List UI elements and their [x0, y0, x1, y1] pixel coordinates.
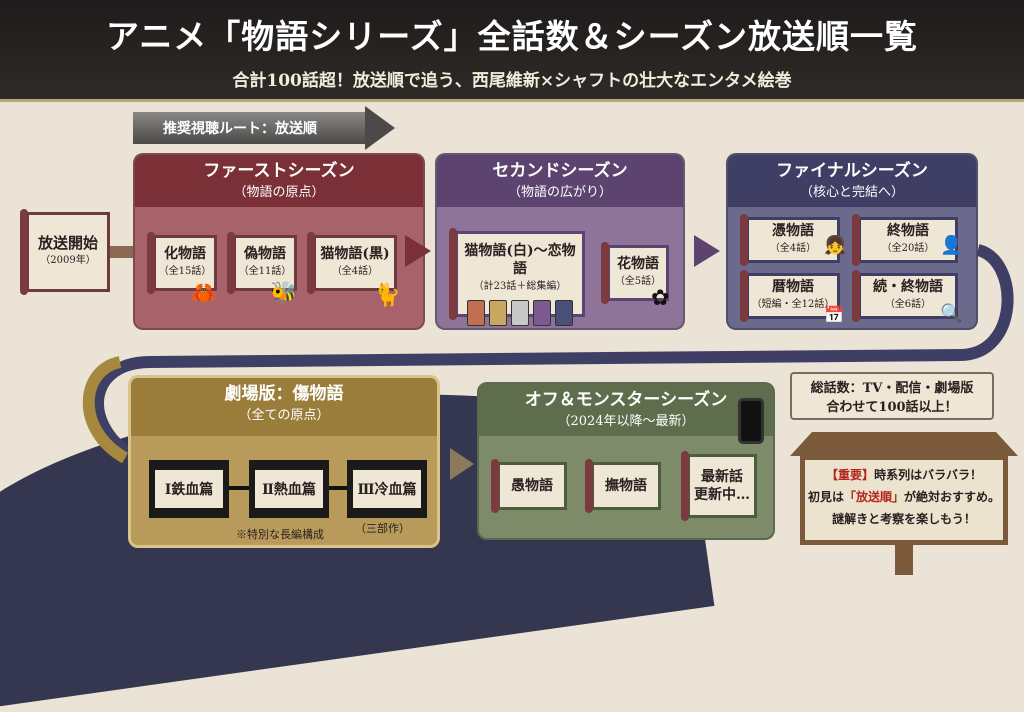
film-connector — [229, 486, 249, 490]
sign-line3: 謎解きと考察を楽しもう！ — [832, 512, 976, 526]
doll-icon: 👧 — [824, 235, 847, 256]
offmonster-sub: （2024年以降～最新） — [557, 414, 695, 429]
second-title: セカンドシーズン — [492, 161, 628, 181]
sign-line2a: 初見は — [807, 490, 844, 504]
film-connector — [329, 486, 347, 490]
final-items-0-name: 憑物語 — [772, 223, 814, 239]
second-season-panel: セカンドシーズン （物語の広がり） 猫物語(白)～恋物語 （計23話＋総集編） 花物… — [435, 153, 685, 330]
item-nekomonogatari-kuro[interactable]: 猫物語(黒) （全4話） — [307, 232, 397, 294]
item-koyomimonogatari[interactable]: 暦物語 （短編・全12話） — [740, 270, 840, 322]
item-orokamonogatari[interactable]: 愚物語 — [491, 459, 567, 513]
first-title: ファーストシーズン — [203, 161, 355, 181]
first-items-2-name: 猫物語(黒) — [320, 246, 390, 262]
movie-panel: 劇場版：傷物語 （全ての原点） Ⅰ鉄血篇 Ⅱ熱血篇 Ⅲ冷血篇 （三部作） ※特別な… — [128, 375, 440, 548]
flow-curve — [82, 244, 1014, 464]
offmonster-panel: オフ＆モンスターシーズン （2024年以降～最新） 愚物語 撫物語 最新話 更新中… — [477, 382, 775, 540]
books-icon — [458, 300, 582, 328]
total-episodes-note: 総話数：TV・配信・劇場版合わせて100話以上！ — [790, 372, 994, 420]
first-sub: （物語の原点） — [233, 185, 325, 200]
final-items-3-eps: （全6話） — [884, 299, 932, 310]
item-zoku-owarimonogatari[interactable]: 続・終物語 （全6話） — [852, 270, 958, 322]
cat-icon: 🐈 — [373, 283, 401, 308]
item-owarimonogatari[interactable]: 終物語 （全20話） — [852, 214, 958, 266]
first-items-1-name: 偽物語 — [244, 246, 286, 262]
final-items-2-eps: （短編・全12話） — [751, 299, 835, 310]
offmonster-items-2: 最新話 更新中… — [694, 469, 750, 503]
film-part-3[interactable]: Ⅲ冷血篇 — [347, 460, 427, 518]
start-year: （2009年） — [40, 255, 96, 266]
total_note-line1: 総話数：TV・配信・劇場版 — [810, 381, 974, 396]
phone-icon — [738, 398, 764, 444]
header-band — [0, 0, 1024, 102]
crab-icon: 🦀 — [190, 281, 218, 306]
item-latest[interactable]: 最新話 更新中… — [681, 451, 757, 521]
item-bakemonogatari[interactable]: 化物語 （全15話） — [147, 232, 217, 294]
item-nekomonogatari-shiro[interactable]: 猫物語(白)～恋物語 （計23話＋総集編） — [449, 228, 585, 326]
movie-note: ※特別な長編構成 — [236, 528, 324, 541]
sign-tag: 【重要】 — [826, 468, 875, 482]
first-items-1-eps: （全11話） — [238, 266, 292, 277]
offmonster-title: オフ＆モンスターシーズン — [524, 390, 728, 410]
final-items-1-name: 終物語 — [887, 223, 929, 239]
first-items-0-eps: （全15話） — [158, 266, 212, 277]
movie-parts-0: Ⅰ鉄血篇 — [155, 470, 223, 508]
offmonster-items-1: 撫物語 — [605, 478, 647, 494]
final-title: ファイナルシーズン — [776, 161, 928, 181]
final-sub: （核心と完結へ） — [799, 185, 904, 200]
sign-line2b: 「放送順」 — [843, 490, 904, 504]
movie-title: 劇場版：傷物語 — [224, 384, 344, 404]
arrow-icon — [405, 235, 431, 267]
calendar-icon: 📅 — [824, 305, 844, 324]
route-banner: 推奨視聴ルート：放送順 — [133, 112, 373, 144]
flower-icon: ✿ — [651, 286, 670, 311]
movie-sub: （全ての原点） — [238, 408, 330, 423]
sign-line1: 時系列はバラバラ！ — [874, 468, 982, 482]
silhouette-icon: 👤 — [940, 235, 963, 256]
first-items-2-eps: （全4話） — [331, 266, 379, 277]
final-items-0-eps: （全4話） — [769, 243, 817, 254]
connector — [110, 246, 135, 258]
item-hanamonogatari[interactable]: 花物語 （全5話） — [601, 242, 669, 304]
item-nisemonogatari[interactable]: 偽物語 （全11話） — [227, 232, 297, 294]
second-items-0-eps: （計23話＋総集編） — [473, 281, 567, 292]
movie-parts-1: Ⅱ熱血篇 — [255, 470, 323, 508]
sign-roof — [790, 432, 1018, 456]
advice-sign: 【重要】時系列はバラバラ！ 初見は「放送順」が絶対おすすめ。 謎解きと考察を楽し… — [800, 455, 1008, 545]
film-part-1[interactable]: Ⅰ鉄血篇 — [149, 460, 229, 518]
movie-parts-2: Ⅲ冷血篇 — [353, 470, 421, 508]
sign-line2c: が絶対おすすめ。 — [904, 490, 1001, 504]
first-season-panel: ファーストシーズン （物語の原点） 化物語 （全15話） 🦀 偽物語 （全11話） 🐝… — [133, 153, 425, 330]
start-scroll: 放送開始 （2009年） — [20, 209, 110, 295]
second-sub: （物語の広がり） — [507, 185, 612, 200]
second-items-1-name: 花物語 — [617, 256, 659, 272]
arrow-icon — [694, 235, 720, 267]
total_note-line2: 合わせて100話以上！ — [826, 400, 958, 415]
mirror-icon: 🔍 — [940, 303, 963, 324]
film-part-2[interactable]: Ⅱ熱血篇 — [249, 460, 329, 518]
final-items-3-name: 続・終物語 — [873, 279, 943, 295]
page-subtitle: 合計100話超！放送順で追う、西尾維新×シャフトの壮大なエンタメ絵巻 — [232, 71, 792, 91]
sign-post — [895, 545, 913, 575]
trilogy-label: （三部作） — [355, 522, 410, 535]
item-nadekomonogatari[interactable]: 撫物語 — [585, 459, 661, 513]
start-label: 放送開始 — [37, 234, 98, 252]
second-items-0-name: 猫物語(白)～恋物語 — [464, 243, 576, 277]
item-tsukimonogatari[interactable]: 憑物語 （全4話） — [740, 214, 840, 266]
route-arrow-icon — [365, 106, 395, 150]
page-title: アニメ「物語シリーズ」全話数＆シーズン放送順一覧 — [105, 17, 919, 56]
final-items-1-eps: （全20話） — [881, 243, 935, 254]
offmonster-items-0: 愚物語 — [511, 478, 553, 494]
bee-icon: 🐝 — [270, 281, 298, 306]
final-season-panel: ファイナルシーズン （核心と完結へ） 憑物語 （全4話） 終物語 （全20話） 暦物語… — [726, 153, 978, 330]
first-items-0-name: 化物語 — [164, 246, 206, 262]
arrow-icon — [450, 448, 474, 480]
final-items-2-name: 暦物語 — [772, 279, 814, 295]
second-items-1-eps: （全5話） — [614, 276, 662, 287]
